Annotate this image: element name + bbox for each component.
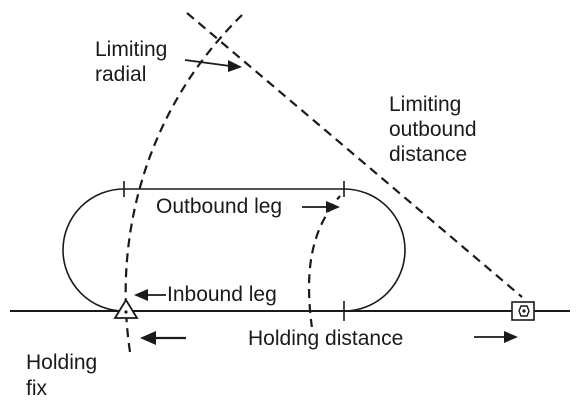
- holding-distance-right-arrow: [474, 331, 518, 343]
- holding-fix-label-line1: Holding: [26, 351, 98, 374]
- outbound-leg-label: Outbound leg: [156, 195, 283, 219]
- limiting-outbound-distance-arc: [307, 195, 341, 329]
- limiting-radial-label-line2: radial: [95, 63, 147, 86]
- holding-distance-left-arrow: [140, 331, 186, 345]
- limiting-radial-label-line1: Limiting: [95, 38, 168, 61]
- limiting-outbound-label-line3: distance: [389, 143, 468, 166]
- holding-distance-label: Holding distance: [248, 327, 404, 351]
- navaid-vor-icon: [511, 301, 535, 321]
- limiting-outbound-label-line2: outbound: [389, 118, 477, 141]
- inbound-leg-label: Inbound leg: [167, 283, 277, 306]
- holding-racetrack: [62, 188, 406, 312]
- holding-fix-triangle-icon: [113, 298, 139, 319]
- outbound-leg-arrow: [302, 201, 340, 213]
- limiting-radial-arrow: [184, 59, 242, 72]
- navaid-radial-line: [186, 12, 523, 298]
- limiting-outbound-label-line1: Limiting: [389, 93, 462, 116]
- holding-fix-label-line2: fix: [26, 377, 47, 400]
- inbound-leg-arrow: [134, 289, 166, 301]
